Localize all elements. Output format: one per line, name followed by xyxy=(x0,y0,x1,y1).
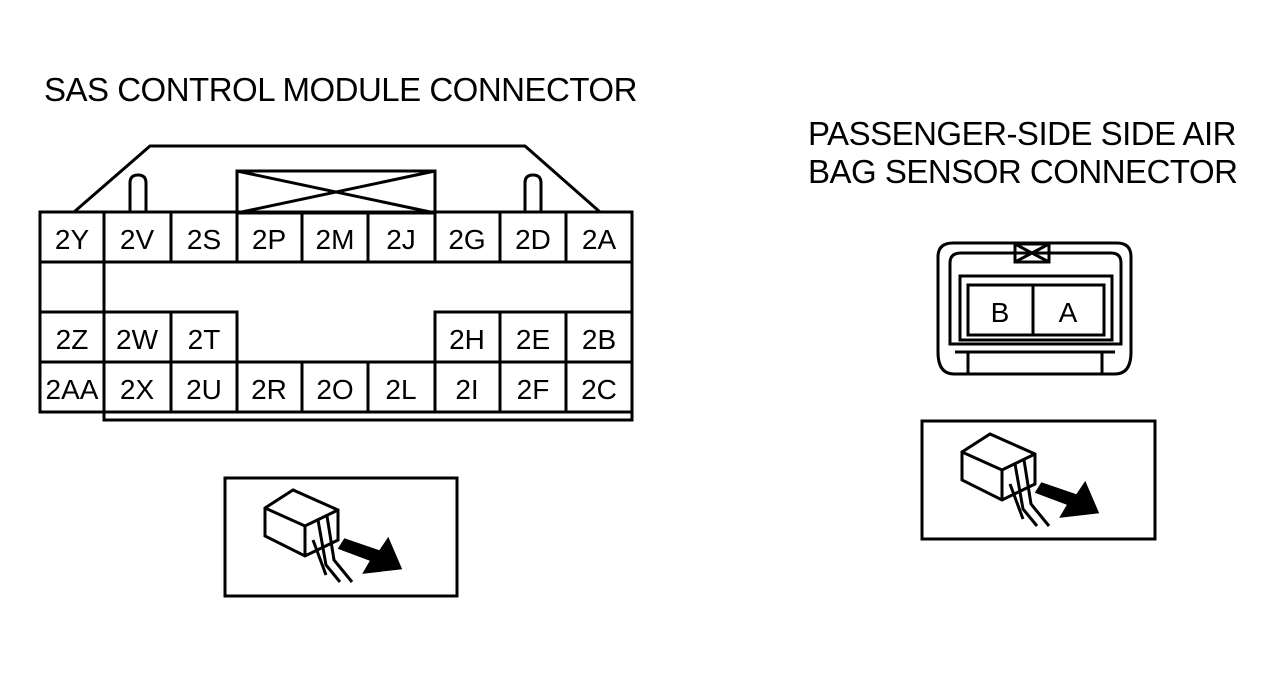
pin-B: B xyxy=(991,297,1010,328)
pin-2J: 2J xyxy=(386,224,416,255)
pin-2C: 2C xyxy=(581,374,617,405)
pin-2M: 2M xyxy=(316,224,355,255)
pin-2F: 2F xyxy=(517,374,550,405)
airbag-connector-title-line1: PASSENGER-SIDE SIDE AIR xyxy=(808,115,1237,152)
airbag-connector-housing xyxy=(936,241,1133,376)
sas-pin-labels: 2Y 2V 2S 2P 2M 2J 2G 2D 2A 2Z 2W 2T 2H 2… xyxy=(46,224,617,405)
pin-2X: 2X xyxy=(120,374,155,405)
pin-2A: 2A xyxy=(582,224,617,255)
pin-A: A xyxy=(1059,297,1078,328)
sas-harness-view-icon xyxy=(223,476,459,598)
pin-2AA: 2AA xyxy=(46,374,99,405)
pin-2Y: 2Y xyxy=(55,224,90,255)
pin-2L: 2L xyxy=(385,374,416,405)
pin-2S: 2S xyxy=(187,224,221,255)
sas-connector-housing xyxy=(38,144,634,422)
pin-2W: 2W xyxy=(116,324,159,355)
pin-2H: 2H xyxy=(449,324,485,355)
pin-2R: 2R xyxy=(251,374,287,405)
pin-2P: 2P xyxy=(252,224,286,255)
pin-2Z: 2Z xyxy=(56,324,89,355)
airbag-harness-view-icon xyxy=(920,419,1157,541)
pin-2T: 2T xyxy=(188,324,221,355)
airbag-pin-labels: B A xyxy=(991,297,1078,328)
pin-2G: 2G xyxy=(448,224,485,255)
pin-2U: 2U xyxy=(186,374,222,405)
pin-2I: 2I xyxy=(455,374,478,405)
pin-2V: 2V xyxy=(120,224,155,255)
pin-2O: 2O xyxy=(316,374,353,405)
pin-2B: 2B xyxy=(582,324,616,355)
airbag-connector-title-line2: BAG SENSOR CONNECTOR xyxy=(808,153,1238,190)
pin-2D: 2D xyxy=(515,224,551,255)
sas-connector-title: SAS CONTROL MODULE CONNECTOR xyxy=(44,71,637,108)
pin-2E: 2E xyxy=(516,324,550,355)
